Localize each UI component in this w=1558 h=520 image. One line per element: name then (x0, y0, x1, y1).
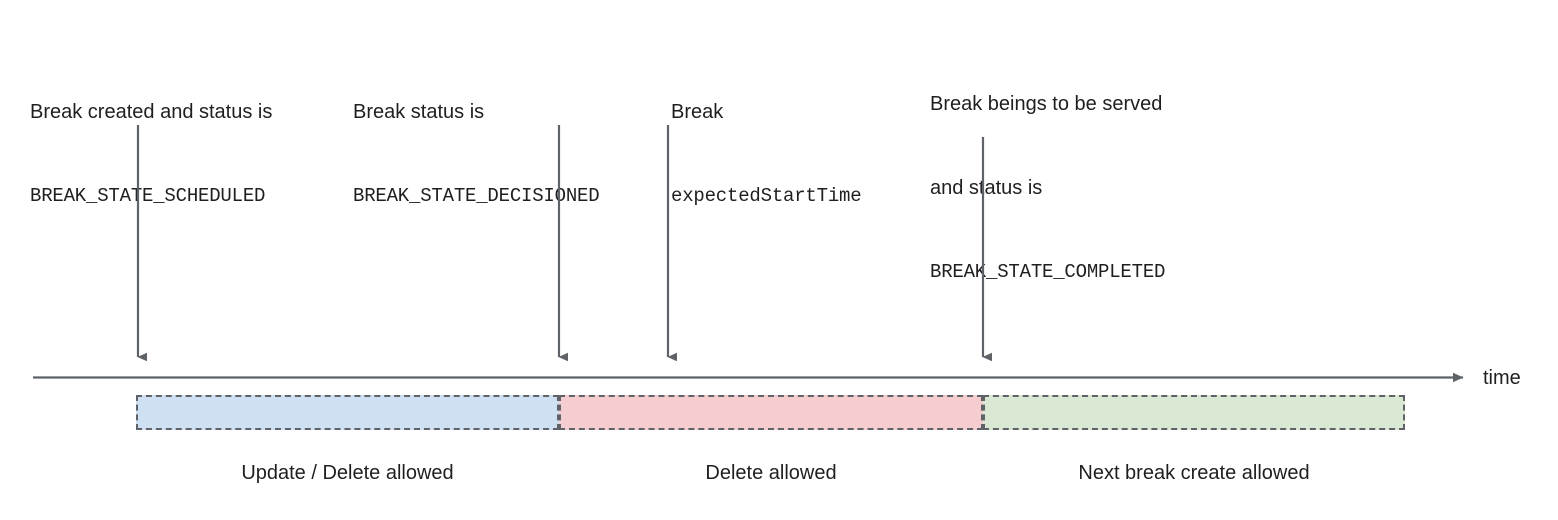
phase-caption-update-delete: Update / Delete allowed (241, 462, 454, 484)
annotation-line-mono: expectedStartTime (671, 185, 862, 207)
phase-bar-next-break-create (983, 395, 1405, 430)
phase-bar-delete-only (559, 395, 983, 430)
annotation-break-decisioned: Break status is BREAK_STATE_DECISIONED (353, 42, 600, 266)
annotation-line-sans: Break created and status is (30, 101, 273, 123)
annotation-line-mono: BREAK_STATE_COMPLETED (930, 261, 1166, 283)
phase-caption-next-break-create: Next break create allowed (1078, 462, 1310, 484)
annotation-line-sans: Break status is (353, 101, 485, 123)
annotation-break-created: Break created and status is BREAK_STATE_… (30, 42, 272, 266)
annotation-break-expected-start-time: Break expectedStartTime (671, 42, 862, 266)
time-axis-label: time (1483, 367, 1521, 389)
annotation-line-mono: BREAK_STATE_SCHEDULED (30, 185, 266, 207)
phase-bar-update-delete (136, 395, 559, 430)
annotation-line-sans: Break beings to be served (930, 93, 1163, 115)
phase-caption-delete-only: Delete allowed (705, 462, 837, 484)
annotation-line-sans: Break (671, 101, 724, 123)
annotation-line-mono: BREAK_STATE_DECISIONED (353, 185, 600, 207)
